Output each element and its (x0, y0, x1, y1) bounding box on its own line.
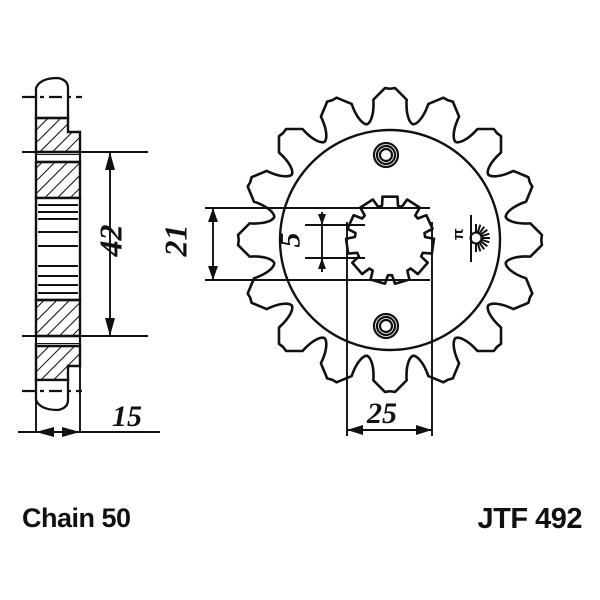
dim15-arrow-right (62, 427, 80, 437)
dim25-arrow-left (347, 425, 363, 435)
side-upper-rim-section (34, 116, 82, 154)
stamp-glyph: π (450, 228, 467, 240)
sprocket-plate-circle (278, 128, 502, 352)
spline-bore-icon (344, 195, 436, 286)
front-sprocket-view: π (236, 86, 544, 394)
side-spline-lines (38, 204, 78, 294)
side-section-view (22, 76, 82, 432)
dim21-arrow-up (208, 208, 218, 222)
side-lower-rim-section (34, 344, 82, 382)
bolt-hole-icon (372, 141, 400, 169)
dim21-arrow-down (208, 266, 218, 280)
side-upper-web (34, 150, 82, 164)
side-lower-web (34, 334, 82, 348)
side-lower-flange-section (34, 298, 82, 338)
side-hub-bore-section (34, 196, 82, 302)
dimension-5 (305, 212, 365, 272)
dimension-25 (346, 222, 433, 436)
dimension-42 (22, 151, 148, 337)
dimension-21 (205, 207, 430, 281)
dim42-arrow-down (105, 318, 115, 336)
sunburst-stamp-icon (469, 215, 490, 262)
dimension-15 (18, 427, 160, 437)
dim5-arrow-down (318, 258, 326, 269)
bolt-hole-icon (372, 312, 400, 340)
dim5-arrow-up (318, 214, 326, 225)
side-bottom-tooth (34, 378, 70, 412)
dim42-arrow-up (105, 152, 115, 170)
side-upper-flange-section (34, 160, 82, 200)
dim15-arrow-left (36, 427, 54, 437)
dim25-arrow-right (416, 425, 432, 435)
